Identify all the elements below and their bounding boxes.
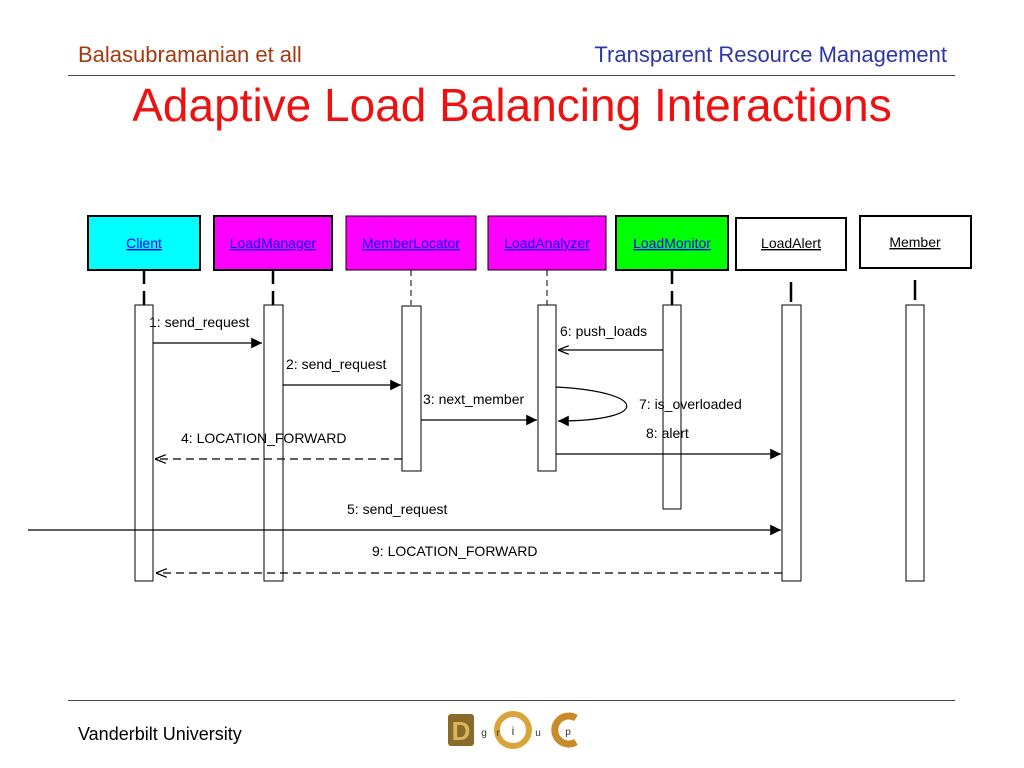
object-loadanalyzer-label: LoadAnalyzer — [504, 235, 590, 251]
header-topic: Transparent Resource Management — [594, 42, 947, 67]
msg1-label: 1: send_request — [149, 314, 250, 330]
object-loadmanager: LoadManager — [213, 215, 333, 271]
object-member: Member — [859, 215, 972, 269]
activation-loadalert — [781, 304, 802, 582]
object-memberlocator-label: MemberLocator — [362, 235, 460, 251]
activation-memberlocator — [401, 305, 422, 472]
slide-title: Adaptive Load Balancing Interactions — [132, 79, 892, 131]
message-labels: 1: send_request 2: send_request 3: next_… — [149, 314, 742, 559]
activation-loadanalyzer — [537, 304, 557, 472]
logo-small-u: u — [535, 728, 541, 739]
object-loadalert: LoadAlert — [735, 217, 847, 271]
msg7-label: 7: is_overloaded — [639, 396, 742, 412]
logo-small-g: g — [481, 728, 487, 739]
activation-loadmonitor — [662, 304, 682, 510]
object-client-label: Client — [126, 235, 162, 251]
header-rule — [68, 75, 955, 76]
activation-loadmanager — [263, 304, 284, 582]
object-loadmonitor: LoadMonitor — [615, 215, 729, 271]
msg7-arrow — [555, 386, 628, 427]
activations — [134, 304, 925, 582]
msg6-label: 6: push_loads — [560, 323, 647, 339]
logo-small-p: p — [565, 727, 571, 738]
object-loadanalyzer: LoadAnalyzer — [487, 215, 607, 271]
footer-institution: Vanderbilt University — [78, 724, 242, 744]
logo-small-i: i — [512, 724, 515, 738]
msg5-label: 5: send_request — [347, 501, 448, 517]
object-loadalert-label: LoadAlert — [761, 235, 821, 251]
msg8-label: 8: alert — [646, 425, 689, 441]
activation-client — [134, 304, 154, 582]
object-memberlocator: MemberLocator — [345, 215, 477, 271]
object-client: Client — [87, 215, 201, 271]
header-author: Balasubramanian et all — [78, 42, 302, 67]
logo-small-r: r — [496, 728, 500, 739]
message-arrows — [28, 337, 782, 573]
activation-member — [905, 304, 925, 582]
object-loadmanager-label: LoadManager — [230, 235, 317, 251]
logo-letter-d: D — [452, 716, 471, 746]
footer-rule — [68, 700, 955, 701]
msg4-label: 4: LOCATION_FORWARD — [181, 430, 346, 446]
object-member-label: Member — [889, 234, 941, 250]
object-loadmonitor-label: LoadMonitor — [633, 235, 711, 251]
msg3-label: 3: next_member — [423, 391, 524, 407]
msg9-label: 9: LOCATION_FORWARD — [372, 543, 537, 559]
lifelines — [142, 270, 917, 305]
msg2-label: 2: send_request — [286, 356, 387, 372]
doc-group-logo: D g i r u p — [448, 711, 578, 749]
